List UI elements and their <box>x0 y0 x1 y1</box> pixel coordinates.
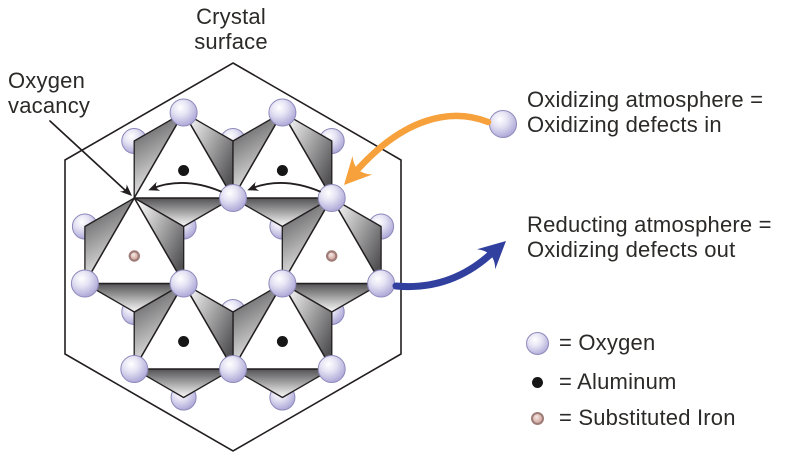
oxygen-sphere <box>268 269 297 298</box>
octahedron-face <box>133 282 234 370</box>
iron-dot <box>326 250 338 262</box>
oxidizing-in-arrowhead <box>344 156 373 185</box>
oxygen-sphere <box>169 269 198 298</box>
oxygen-sphere <box>70 269 99 298</box>
defect-hop-arrow <box>250 182 321 193</box>
octahedron-face <box>232 368 333 399</box>
octahedron-face <box>133 111 234 199</box>
oxygen-sphere <box>268 98 297 127</box>
aluminum-dot-icon <box>532 376 543 388</box>
oxygen-sphere <box>219 355 247 383</box>
octahedron-face <box>84 197 185 285</box>
legend-item-iron: = Substituted Iron <box>525 405 736 431</box>
aluminum-dot <box>178 336 190 347</box>
aluminum-dot <box>276 165 288 176</box>
iron-dot <box>128 250 140 262</box>
oxygen-sphere <box>317 184 346 212</box>
defect-hop-arrowhead <box>148 181 161 191</box>
defect-hop-arrowhead <box>247 181 260 191</box>
octahedron-face <box>133 368 234 399</box>
oxygen-vacancy-arrow <box>49 120 127 192</box>
crystal-surface-label: Crystal surface <box>194 4 268 54</box>
oxygen-sphere <box>367 269 396 298</box>
oxidizing-in-arrow <box>355 112 492 172</box>
octahedron-face <box>232 282 333 370</box>
legend-label-oxygen: = Oxygen <box>559 330 656 355</box>
oxygen-vacancy-label: Oxygen vacancy <box>8 68 91 118</box>
reducting-atmosphere-note: Reducting atmosphere = Oxidizing defects… <box>527 212 772 262</box>
oxygen-sphere <box>317 355 346 383</box>
reducting-out-arrowhead <box>477 241 506 270</box>
oxygen-vacancy-arrowhead <box>119 184 132 196</box>
legend-label-aluminum: = Aluminum <box>559 369 677 394</box>
oxygen-sphere-free <box>489 110 517 138</box>
oxygen-sphere <box>169 98 198 127</box>
oxygen-sphere <box>219 184 247 212</box>
aluminum-dot <box>276 336 288 347</box>
aluminum-dot <box>178 165 190 176</box>
crystal-boundary <box>64 62 402 452</box>
octahedron-face <box>281 197 382 285</box>
octahedron-face <box>232 111 333 199</box>
oxygen-sphere <box>120 355 149 383</box>
legend-item-aluminum: = Aluminum <box>525 369 677 395</box>
reducting-out-arrow <box>392 247 498 291</box>
legend-label-iron: = Substituted Iron <box>559 405 736 430</box>
oxygen-sphere-icon <box>526 331 549 355</box>
defect-hop-arrow <box>151 182 222 193</box>
oxidizing-atmosphere-note: Oxidizing atmosphere = Oxidizing defects… <box>527 87 764 137</box>
iron-dot-icon <box>531 411 544 425</box>
legend-item-oxygen: = Oxygen <box>525 330 655 356</box>
